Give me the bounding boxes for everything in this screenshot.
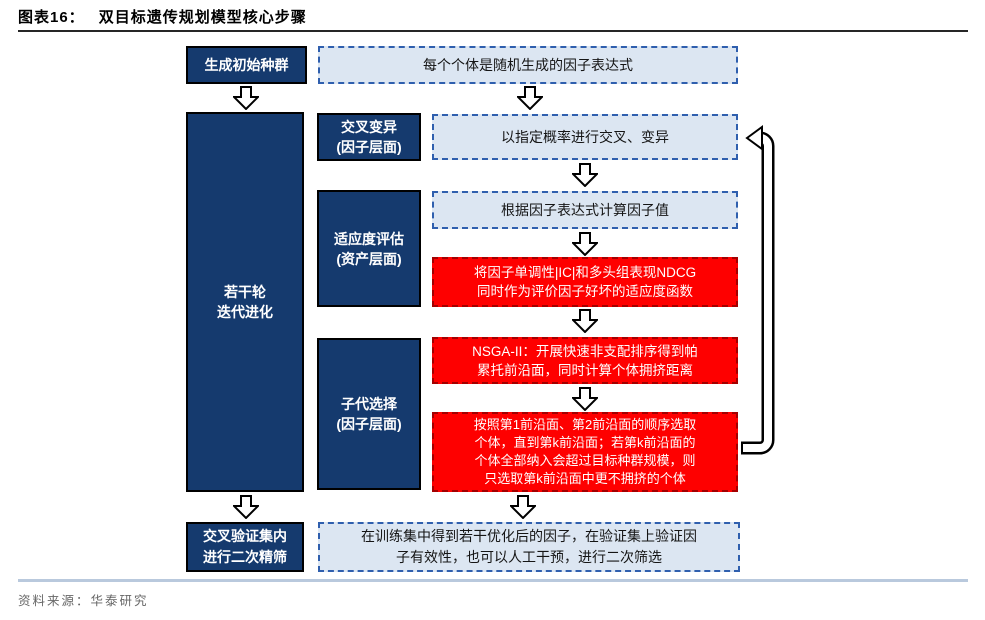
stage-offspring-selection-box: 子代选择 (因子层面) — [317, 338, 421, 490]
footer-rule — [18, 579, 968, 582]
title-rule — [18, 30, 968, 32]
cross-validation-note: 在训练集中得到若干优化后的因子，在验证集上验证因 子有效性，也可以人工干预，进行… — [318, 522, 740, 572]
down-arrow-icon — [233, 495, 259, 519]
cross-validation-box: 交叉验证集内 进行二次精筛 — [186, 522, 304, 572]
step-fitness-function-highlight: 将因子单调性|IC|和多头组表现NDCG 同时作为评价因子好坏的适应度函数 — [432, 257, 738, 307]
down-arrow-icon — [572, 163, 598, 187]
step-crossover-probability-note: 以指定概率进行交叉、变异 — [432, 114, 738, 160]
down-arrow-icon — [572, 232, 598, 256]
stage-crossover-mutation-box: 交叉变异 (因子层面) — [317, 113, 421, 161]
loop-back-arrow-icon — [741, 125, 775, 455]
down-arrow-icon — [510, 495, 536, 519]
down-arrow-icon — [233, 86, 259, 110]
down-arrow-icon — [517, 86, 543, 110]
figure-header: 图表16： 双目标遗传规划模型核心步骤 — [18, 6, 307, 27]
step-nsga2-sorting-highlight: NSGA-II：开展快速非支配排序得到帕 累托前沿面，同时计算个体拥挤距离 — [432, 337, 738, 384]
source-text: 资料来源：华泰研究 — [18, 594, 149, 608]
init-population-box: 生成初始种群 — [186, 46, 307, 84]
down-arrow-icon — [572, 387, 598, 411]
down-arrow-icon — [572, 309, 598, 333]
figure-tag: 图表16： — [18, 9, 85, 26]
step-factor-value-note: 根据因子表达式计算因子值 — [432, 191, 738, 229]
figure-title: 双目标遗传规划模型核心步骤 — [98, 9, 307, 26]
step-front-selection-highlight: 按照第1前沿面、第2前沿面的顺序选取 个体，直到第k前沿面；若第k前沿面的 个体… — [432, 412, 738, 492]
init-population-note: 每个个体是随机生成的因子表达式 — [318, 46, 738, 84]
stage-fitness-evaluation-box: 适应度评估 (资产层面) — [317, 190, 421, 307]
iteration-loop-box: 若干轮 迭代进化 — [186, 112, 304, 492]
